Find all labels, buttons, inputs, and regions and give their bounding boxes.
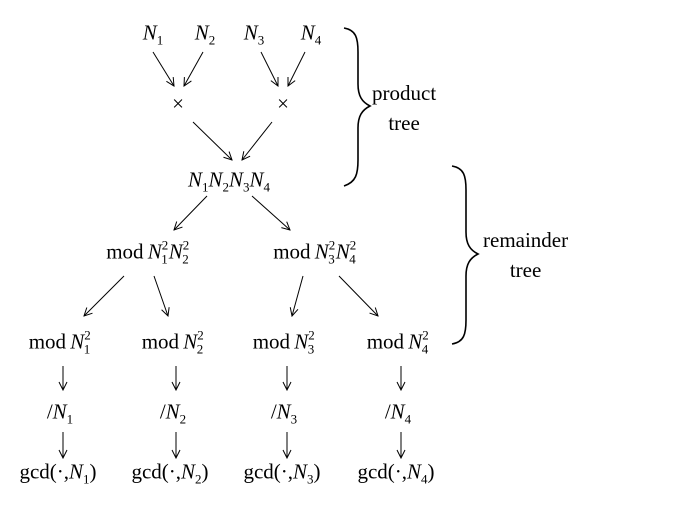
gcd-node-2: gcd(·,N2) xyxy=(131,459,209,487)
mod-node-3: mod N23 xyxy=(252,327,315,357)
leaf-n1: N1 xyxy=(142,20,164,48)
mod-node-1: mod N21 xyxy=(28,327,91,357)
remainder-tree-label-line2: tree xyxy=(509,258,542,282)
divide-node-3: /N3 xyxy=(270,399,298,427)
leaf-n4: N4 xyxy=(300,20,322,48)
arrow-rem1-mod1 xyxy=(84,275,125,316)
arrow-rem2-mod3 xyxy=(292,275,304,316)
remainder-node-left: mod N21N22 xyxy=(106,237,190,267)
multiply-node-left: × xyxy=(172,91,184,116)
leaf-n2: N2 xyxy=(194,20,216,48)
remainder-tree-brace xyxy=(451,165,480,345)
gcd-node-1: gcd(·,N1) xyxy=(19,459,97,487)
arrow-n3-times xyxy=(260,51,278,86)
divide-node-1: /N1 xyxy=(46,399,74,427)
divide-node-4: /N4 xyxy=(384,399,412,427)
product-tree-label-line1: product xyxy=(372,81,437,105)
gcd-node-4: gcd(·,N4) xyxy=(357,459,435,487)
mod-node-2: mod N22 xyxy=(141,327,204,357)
remainder-tree-label: remainder tree xyxy=(483,225,568,285)
arrow-times2-root xyxy=(242,121,273,160)
remainder-node-right: mod N23N24 xyxy=(273,237,357,267)
multiply-node-right: × xyxy=(277,91,289,116)
arrow-root-rem2 xyxy=(251,195,290,230)
product-tree-label: product tree xyxy=(372,78,436,138)
arrow-n1-times xyxy=(152,51,174,86)
product-root: N1N2N3N4 xyxy=(187,167,271,195)
product-tree-label-line2: tree xyxy=(388,111,420,135)
product-tree-brace xyxy=(343,27,372,187)
arrow-n4-times xyxy=(288,51,306,86)
leaf-n3: N3 xyxy=(243,20,265,48)
gcd-node-3: gcd(·,N3) xyxy=(243,459,321,487)
arrow-n2-times xyxy=(184,51,204,86)
remainder-tree-label-line1: remainder xyxy=(483,228,569,252)
arrow-rem2-mod4 xyxy=(338,275,378,316)
arrow-root-rem1 xyxy=(174,195,208,230)
arrow-times1-root xyxy=(192,121,232,160)
divide-node-2: /N2 xyxy=(159,399,187,427)
arrow-rem1-mod2 xyxy=(153,275,168,316)
mod-node-4: mod N24 xyxy=(366,327,429,357)
